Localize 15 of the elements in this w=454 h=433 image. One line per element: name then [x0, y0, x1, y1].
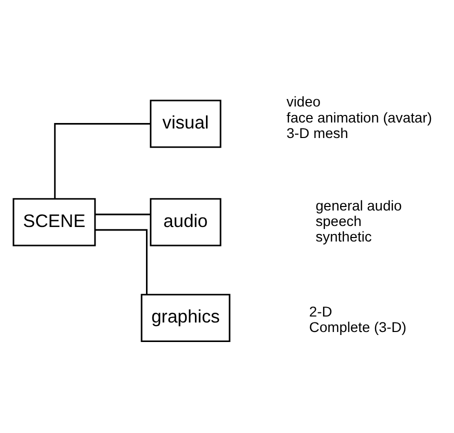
connector: [95, 228, 148, 294]
node-label: general audio: [316, 198, 402, 214]
connector: [95, 213, 151, 215]
connector: [54, 122, 151, 198]
node-box: graphics: [140, 293, 230, 342]
node-label: 3-D mesh: [286, 125, 348, 142]
node-label: face animation (avatar): [286, 110, 432, 126]
node-box: SCENE: [12, 198, 96, 246]
node-label: synthetic: [316, 228, 372, 245]
node-box: audio: [150, 198, 222, 246]
node-label: 2-D: [309, 304, 332, 320]
node-box: visual: [150, 99, 222, 148]
node-label: video: [286, 94, 321, 110]
node-label: speech: [316, 213, 362, 230]
node-label: Complete (3-D): [309, 319, 406, 336]
